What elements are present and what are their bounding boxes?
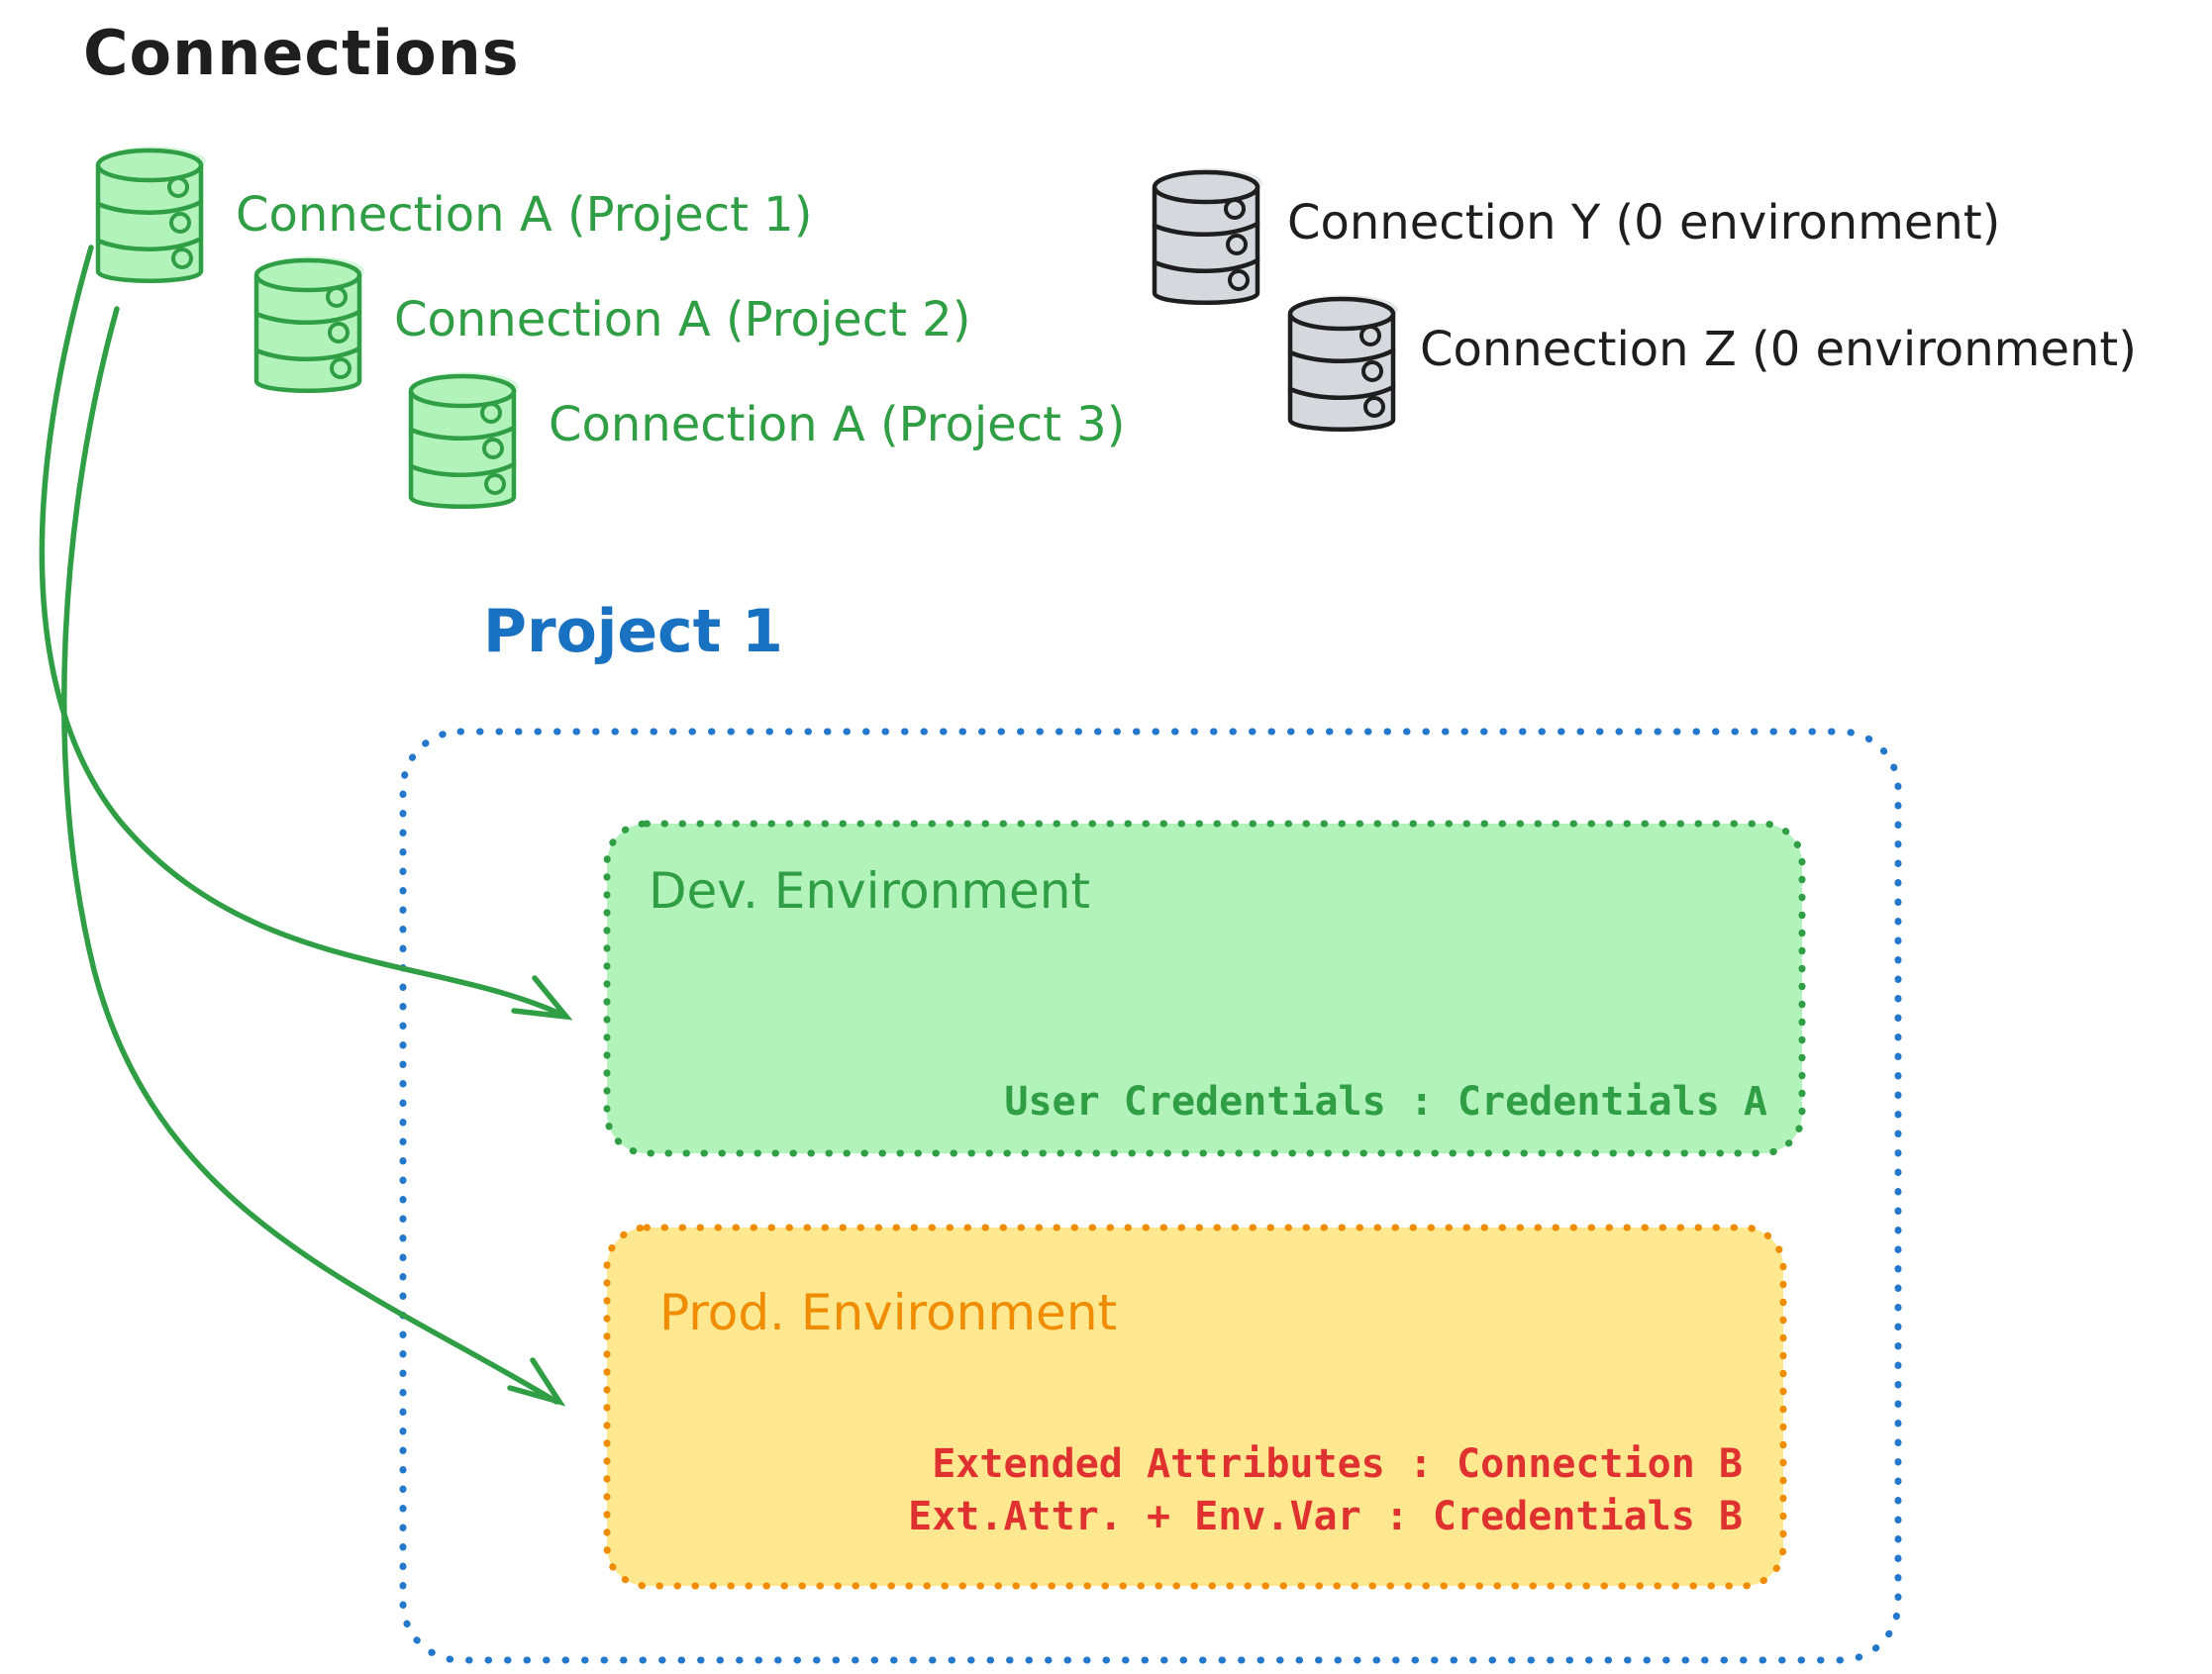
project1-boundary-box: [399, 728, 1902, 1664]
label-connection-z: Connection Z (0 environment): [1420, 322, 2137, 377]
prod-environment-box: [603, 1224, 1787, 1590]
database-icon-connection-a-project1: [98, 147, 206, 281]
project1-title: Project 1: [483, 597, 783, 666]
label-connection-a-project1: Connection A (Project 1): [236, 187, 813, 243]
arrow-connection-a-to-dev: [39, 245, 573, 1021]
label-connection-a-project2: Connection A (Project 2): [394, 292, 971, 347]
arrowhead-prod: [507, 1357, 566, 1407]
dev-credentials-mapping: User Credentials : Credentials A: [1004, 1079, 1767, 1125]
label-connection-a-project3: Connection A (Project 3): [549, 397, 1126, 452]
prod-mapping-env-var: Ext.Attr. + Env.Var : Credentials B: [908, 1494, 1743, 1539]
dev-environment-box: [603, 820, 1806, 1157]
database-icon-connection-a-project3: [411, 372, 519, 507]
prod-environment-title: Prod. Environment: [659, 1284, 1118, 1341]
database-icon-connection-a-project2: [256, 256, 364, 391]
database-icon-connection-z: [1290, 295, 1398, 430]
arrowhead-dev: [511, 975, 573, 1021]
prod-credentials-mappings: Extended Attributes : Connection B Ext.A…: [908, 1438, 1743, 1543]
arrow-connection-a-to-prod: [61, 306, 566, 1407]
prod-mapping-extended-attributes: Extended Attributes : Connection B: [932, 1441, 1743, 1487]
page-title: Connections: [83, 17, 520, 89]
label-connection-y: Connection Y (0 environment): [1287, 195, 2001, 250]
dev-environment-title: Dev. Environment: [649, 862, 1091, 920]
database-icon-connection-y: [1155, 168, 1262, 303]
